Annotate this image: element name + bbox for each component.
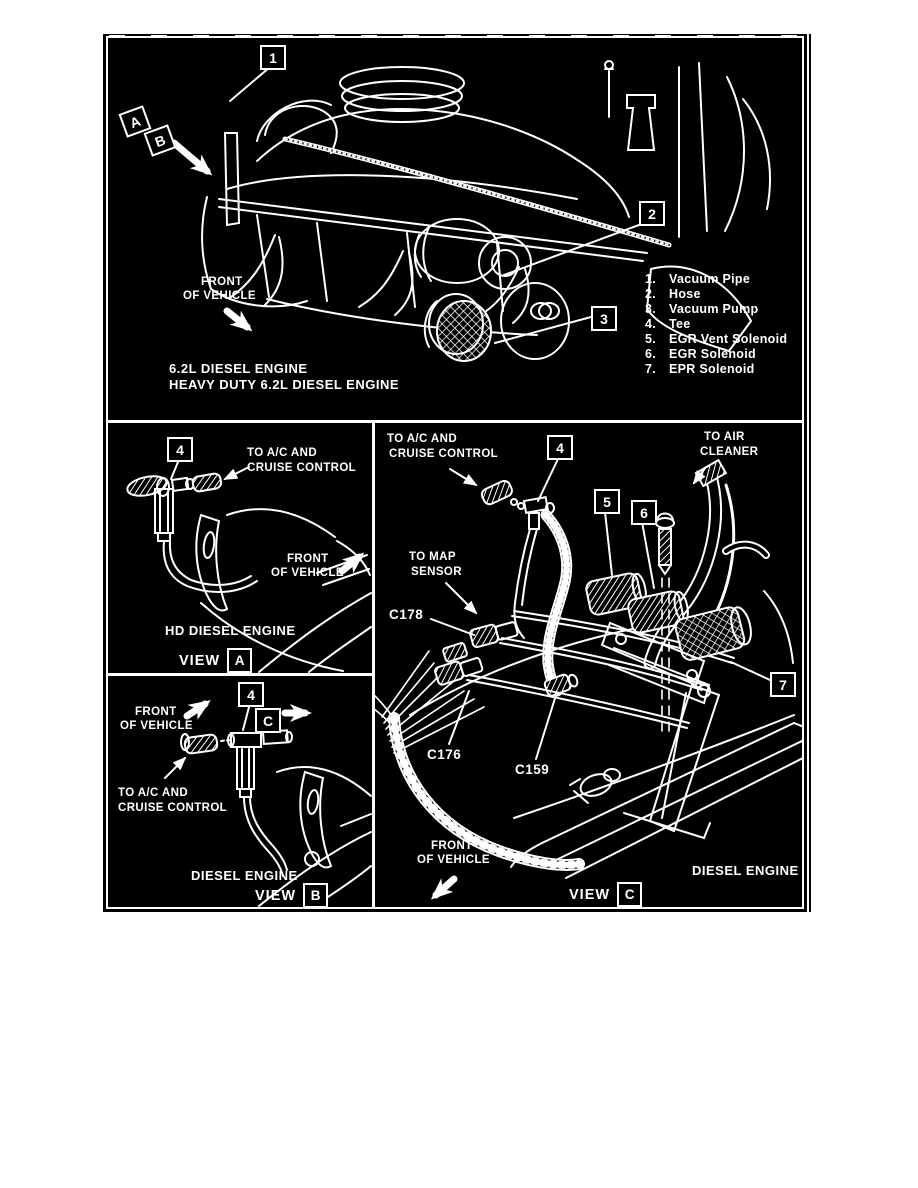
engine-side-art — [170, 60, 771, 362]
front-of-vehicle-arrow — [338, 552, 365, 575]
view-a-title: VIEW A — [179, 648, 253, 673]
callout-3: 3 — [591, 306, 617, 331]
valve-cover-art — [510, 590, 803, 879]
to-ac-label-line2: CRUISE CONTROL — [118, 802, 228, 814]
label-box-c: C — [255, 708, 281, 733]
view-ab-arrow — [170, 139, 213, 176]
divider-top — [107, 420, 803, 423]
panel-view-b: FRONT OF VEHICLE 4 C TO A/C AND CRUISE C… — [109, 676, 372, 908]
to-ac-label-line1: TO A/C AND — [118, 787, 189, 799]
view-b-art — [164, 700, 372, 907]
to-ac-pointer-arrow — [449, 468, 478, 487]
legend-item: 5.EGR Vent Solenoid — [645, 332, 788, 346]
wire-loom-art — [388, 712, 585, 871]
legend-item: 2.Hose — [645, 287, 701, 301]
engine-caption-line2: HEAVY DUTY 6.2L DIESEL ENGINE — [169, 377, 400, 392]
frame-outer-line — [809, 34, 811, 912]
view-c-art — [374, 458, 803, 900]
connector-c178-art — [469, 621, 519, 649]
to-ac-label-line2: CRUISE CONTROL — [389, 448, 499, 460]
screw-art — [655, 512, 675, 734]
view-c-title: VIEW C — [569, 882, 643, 907]
to-map-sensor-pointer-arrow — [445, 582, 478, 615]
view-word: VIEW — [255, 887, 297, 904]
hose-art — [162, 540, 258, 593]
to-air-cleaner-label-line1: TO AIR — [704, 431, 745, 443]
hose-art — [243, 796, 288, 877]
solenoid-assembly-art — [585, 572, 752, 705]
callout-4-leader — [242, 706, 250, 731]
panel-main-view: 1 A B 2 3 FRONT OF VEHICLE 6.2L DIESEL E… — [107, 39, 803, 420]
tee-fitting-art — [180, 729, 293, 798]
engine-silhouette-art — [258, 765, 372, 907]
front-of-vehicle-arrow — [430, 875, 458, 900]
oil-filler-cap — [339, 66, 465, 123]
legend-item: 6.EGR Solenoid — [645, 347, 756, 361]
view-c-caption: DIESEL ENGINE — [692, 863, 799, 878]
connector-label-c176: C176 — [427, 747, 462, 762]
callout-7: 7 — [770, 672, 796, 697]
callout-4: 4 — [238, 682, 264, 707]
callout-2: 2 — [639, 201, 665, 226]
tee-fitting-art — [126, 472, 223, 542]
connector-c176-art — [434, 642, 484, 686]
tee-fitting-art — [480, 479, 555, 530]
leader-lines — [430, 458, 771, 760]
to-ac-pointer-arrow — [223, 466, 250, 480]
callout-6: 6 — [631, 500, 657, 525]
panel-view-a: 4 TO A/C AND CRUISE CONTROL FRONT OF VEH… — [109, 423, 372, 673]
front-label-line2: OF VEHICLE — [271, 567, 345, 579]
engine-caption-line1: 6.2L DIESEL ENGINE — [169, 361, 308, 376]
panel-view-c: TO A/C AND CRUISE CONTROL 4 TO AIR CLEAN… — [374, 423, 803, 907]
front-label-line2: OF VEHICLE — [120, 720, 194, 732]
diagram-frame: 1 A B 2 3 FRONT OF VEHICLE 6.2L DIESEL E… — [103, 34, 807, 912]
front-of-vehicle-label-line2: OF VEHICLE — [183, 290, 257, 302]
scan-artifact-dashes — [109, 35, 797, 38]
view-a-art — [126, 461, 372, 673]
divider-vertical — [372, 420, 375, 908]
view-letter-box: B — [303, 883, 329, 908]
legend-item: 3.Vacuum Pump — [645, 302, 759, 316]
view-word: VIEW — [179, 652, 221, 669]
connector-label-c178: C178 — [389, 607, 424, 622]
legend-item: 1.Vacuum Pipe — [645, 272, 751, 286]
to-ac-label-line1: TO A/C AND — [387, 433, 458, 445]
vacuum-pipe-art — [223, 99, 672, 248]
front-label-line2: OF VEHICLE — [417, 854, 491, 866]
front-label-line1: FRONT — [135, 706, 177, 718]
view-b-caption: DIESEL ENGINE — [191, 868, 298, 883]
view-b-title: VIEW B — [255, 883, 329, 908]
to-air-cleaner-pointer-arrow — [692, 466, 707, 485]
front-of-vehicle-arrow — [223, 307, 253, 332]
front-label-line1: FRONT — [287, 553, 329, 565]
legend-item: 4.Tee — [645, 317, 691, 331]
hose-art — [513, 509, 573, 697]
view-letter-box: C — [617, 882, 643, 907]
front-of-vehicle-label-line1: FRONT — [201, 276, 243, 288]
leader-lines — [229, 66, 640, 344]
to-map-sensor-label-line2: SENSOR — [411, 566, 462, 578]
view-word: VIEW — [569, 886, 611, 903]
callout-4-leader — [170, 461, 179, 480]
callout-4: 4 — [547, 435, 573, 460]
callout-5: 5 — [594, 489, 620, 514]
callout-1: 1 — [260, 45, 286, 70]
front-of-vehicle-arrow — [183, 700, 211, 720]
front-label-line1: FRONT — [431, 840, 473, 852]
bracket-arm-art — [569, 683, 721, 840]
alternator-pulley-pump-art — [413, 218, 570, 362]
connector-label-c159: C159 — [515, 762, 550, 777]
to-map-sensor-label-line1: TO MAP — [409, 551, 456, 563]
to-air-cleaner-label-line2: CLEANER — [700, 446, 759, 458]
divider-ab — [107, 673, 373, 676]
callout-4: 4 — [167, 437, 193, 462]
legend-item: 7.EPR Solenoid — [645, 362, 755, 376]
to-ac-label-line2: CRUISE CONTROL — [247, 462, 357, 474]
view-letter-box: A — [227, 648, 253, 673]
to-ac-label-line1: TO A/C AND — [247, 447, 318, 459]
to-ac-pointer-arrow — [164, 756, 187, 779]
view-a-caption: HD DIESEL ENGINE — [165, 623, 296, 638]
legend: 1.Vacuum Pipe 2.Hose 3.Vacuum Pump 4.Tee… — [645, 272, 787, 377]
